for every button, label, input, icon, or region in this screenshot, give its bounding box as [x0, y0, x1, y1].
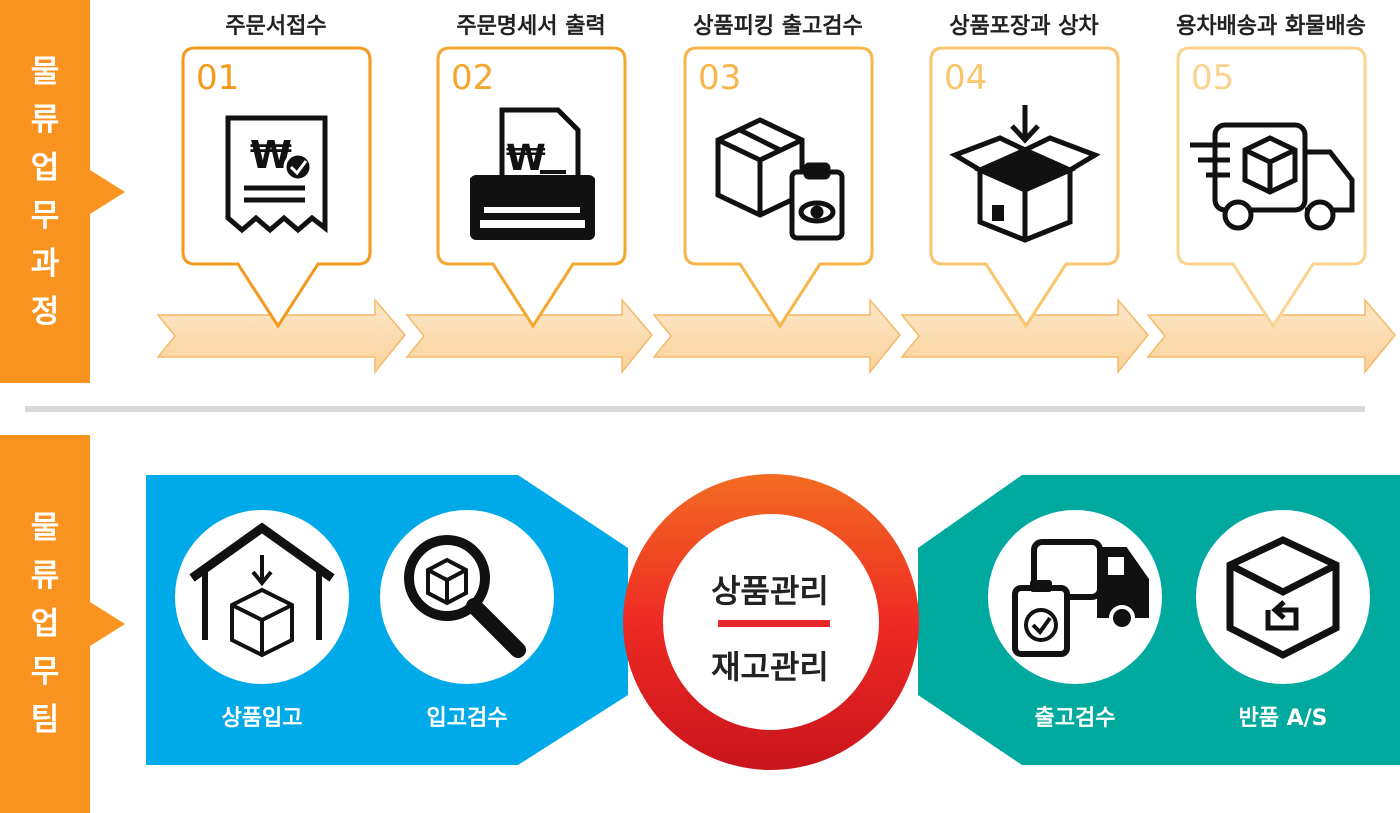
step-number-2: 02 — [451, 58, 495, 98]
team-tab-pointer — [90, 602, 125, 646]
process-arrow-3 — [652, 297, 901, 375]
step-number-5: 05 — [1191, 58, 1235, 98]
receipt-won-check-icon: ₩ — [225, 115, 328, 234]
team-circle-4 — [1196, 510, 1370, 684]
printer-won-icon: ₩ — [470, 107, 595, 240]
truck-clipboard-check-icon — [1012, 539, 1149, 657]
svg-text:₩: ₩ — [506, 138, 546, 179]
step-title-1: 주문서접수 — [225, 14, 327, 39]
team-circle-1 — [175, 510, 349, 684]
step-number-3: 03 — [698, 58, 742, 98]
center-text-inventory-management: 재고관리 — [711, 648, 829, 686]
step-callout-3 — [683, 46, 874, 329]
step-title-5: 용차배송과 화물배송 — [1176, 14, 1366, 39]
box-clipboard-eye-icon — [715, 117, 845, 241]
team-label-outbound-inspection: 출고검수 — [1034, 706, 1116, 731]
step-title-3: 상품피킹 출고검수 — [693, 14, 863, 39]
process-arrow-2 — [405, 297, 653, 375]
process-arrow-4 — [900, 297, 1149, 375]
process-arrows — [156, 297, 1396, 375]
team-label-inbound: 상품입고 — [221, 706, 303, 731]
process-tab-label: 물류업무과정 — [30, 53, 60, 330]
warehouse-box-icon — [189, 522, 335, 658]
delivery-truck-box-icon — [1190, 122, 1355, 231]
center-divider — [718, 620, 830, 627]
magnifier-box-icon — [404, 535, 526, 658]
box-pack-arrow-icon — [949, 105, 1101, 243]
team-label-return-as: 반품 A/S — [1238, 706, 1328, 731]
process-side-tab: 물류업무과정 — [0, 0, 125, 383]
team-side-tab: 물류업무팀 — [0, 435, 125, 813]
step-number-1: 01 — [196, 58, 240, 98]
process-arrow-1 — [156, 297, 406, 375]
team-circle-2 — [380, 510, 554, 684]
step-title-4: 상품포장과 상차 — [949, 14, 1099, 39]
box-return-icon — [1226, 536, 1340, 659]
team-tab-label: 물류업무팀 — [30, 510, 60, 738]
section-divider — [25, 406, 1365, 412]
center-text-product-management: 상품관리 — [711, 572, 829, 610]
step-title-2: 주문명세서 출력 — [456, 14, 606, 39]
step-number-4: 04 — [944, 58, 988, 98]
process-tab-pointer — [90, 169, 125, 214]
team-label-inbound-inspection: 입고검수 — [426, 706, 508, 731]
process-arrow-5 — [1146, 297, 1396, 375]
